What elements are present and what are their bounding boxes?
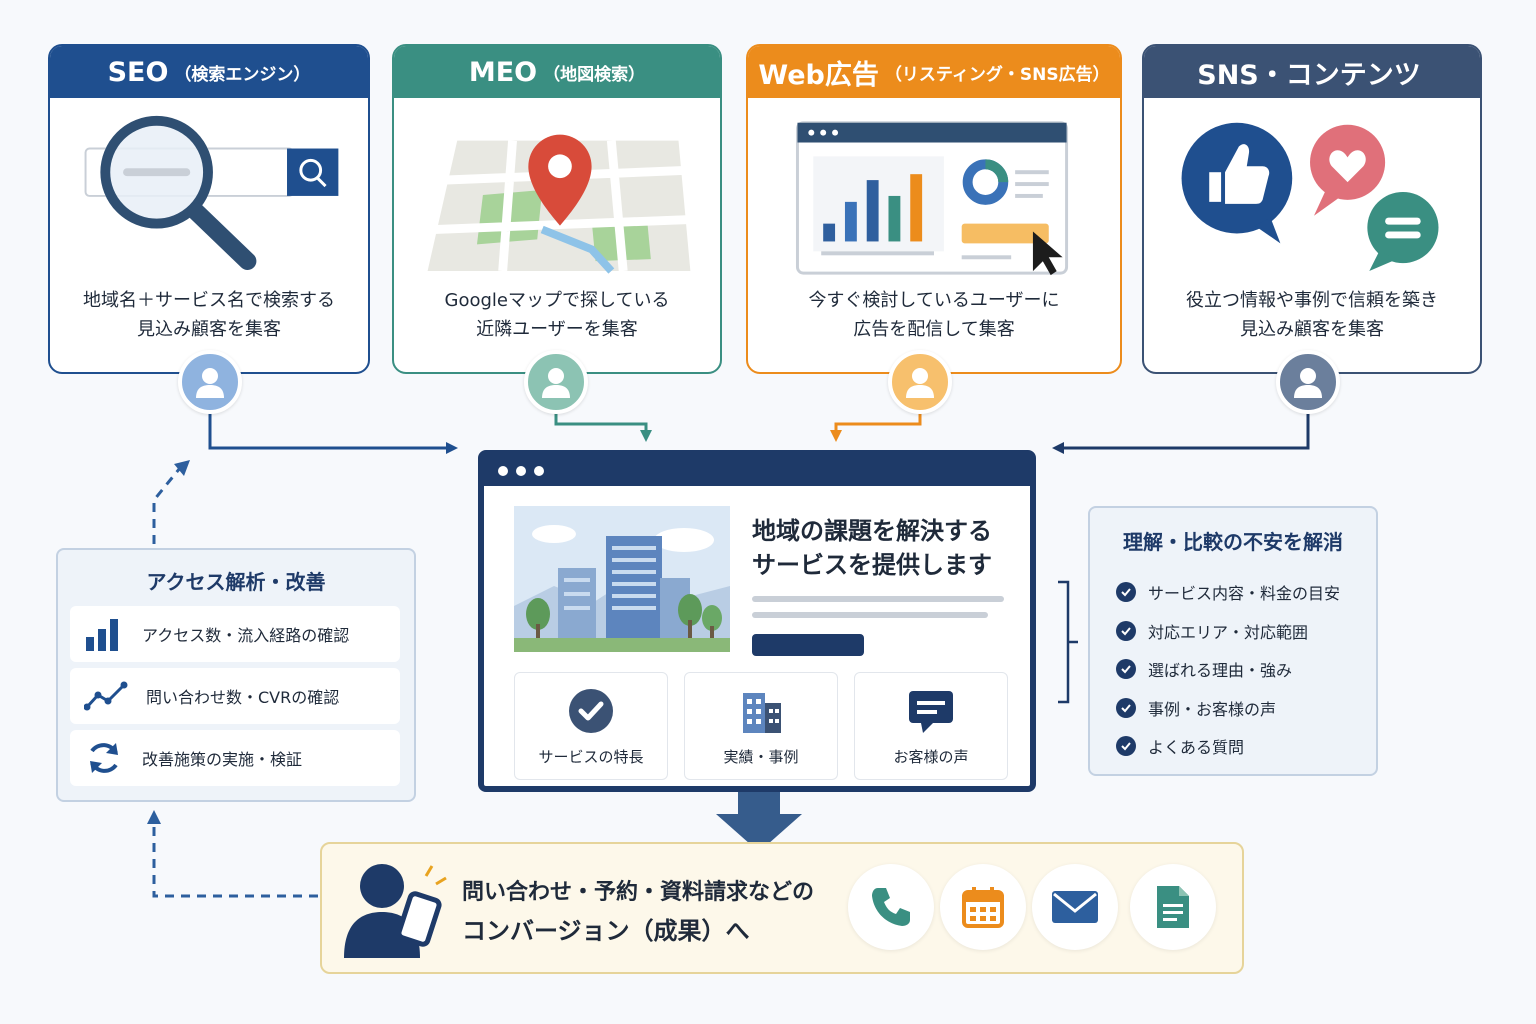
site-headline-line1: 地域の課題を解決する [752,517,992,545]
speech-bubble-icon [909,691,953,733]
list-item: サービス内容・料金の目安 [1090,573,1376,612]
phone-icon[interactable] [848,864,934,950]
tile-label: サービスの特長 [538,748,644,766]
document-icon[interactable] [1130,864,1216,950]
user-icon [1276,350,1340,414]
card-desc-line2: 見込み顧客を集客 [1240,319,1384,340]
analytics-row: 問い合わせ数・CVRの確認 [70,668,400,724]
card-title: MEO [468,56,538,88]
trend-line-icon [84,681,128,711]
map-pin-icon [427,134,691,274]
card-header: SEO（検索エンジン） [50,46,368,98]
card-header: Web広告（リスティング・SNS広告） [748,46,1120,98]
analytics-panel: アクセス解析・改善 アクセス数・流入経路の確認 問い合わせ数・CVRの確認 改善… [56,548,416,802]
card-title: SEO [107,56,169,88]
text-placeholder [752,612,988,618]
trust-panel: 理解・比較の不安を解消 サービス内容・料金の目安 対応エリア・対応範囲 選ばれる… [1088,506,1378,776]
card-subtitle: （検索エンジン） [174,64,311,85]
tile-label: お客様の声 [893,748,969,766]
list-item-label: 事例・お客様の声 [1148,699,1277,719]
channel-card-web-ads: Web広告（リスティング・SNS広告） 今すぐ検討しているユーザーに 広告を配信… [746,44,1122,374]
list-item-label: 対応エリア・対応範囲 [1148,622,1309,642]
tile-features[interactable]: サービスの特長 [514,672,668,780]
check-icon [569,689,613,733]
check-icon [1116,582,1136,603]
list-item-label: よくある質問 [1148,738,1245,758]
tile-cases[interactable]: 実績・事例 [684,672,838,780]
list-item: よくある質問 [1090,727,1376,766]
card-subtitle: （リスティング・SNS広告） [884,64,1110,85]
cta-button[interactable] [752,634,864,656]
mail-icon[interactable] [1032,864,1118,950]
analytics-row: 改善施策の実施・検証 [70,730,400,786]
website-mockup: 地域の課題を解決する サービスを提供します サービスの特長 実績・事例 お客様の… [478,450,1036,792]
user-icon [524,350,588,414]
card-header: MEO（地図検索） [394,46,720,98]
list-item-label: サービス内容・料金の目安 [1148,584,1341,604]
user-icon [888,350,952,414]
analytics-row-label: 問い合わせ数・CVRの確認 [146,688,340,707]
card-desc-line2: 見込み顧客を集客 [137,319,281,340]
card-title: SNS・コンテンツ [1197,59,1421,91]
card-header: SNS・コンテンツ [1144,46,1480,98]
site-headline-line2: サービスを提供します [752,551,992,579]
card-desc-line1: 今すぐ検討しているユーザーに [808,290,1060,311]
conversion-line2: コンバージョン（成果）へ [462,917,750,945]
list-item: 事例・お客様の声 [1090,689,1376,728]
user-phone-icon [344,864,447,958]
trust-title: 理解・比較の不安を解消 [1123,530,1343,554]
analytics-row: アクセス数・流入経路の確認 [70,606,400,662]
card-desc-line1: 地域名＋サービス名で検索する [83,290,335,311]
conversion-banner: 問い合わせ・予約・資料請求などの コンバージョン（成果）へ [320,842,1244,974]
check-icon [1116,736,1136,757]
chat-bubble-icon [1367,191,1439,272]
card-desc-line1: Googleマップで探している [444,290,670,311]
sns-icons [1181,122,1439,272]
list-item: 対応エリア・対応範囲 [1090,612,1376,651]
list-item-label: 選ばれる理由・強み [1148,661,1293,681]
card-desc-line2: 広告を配信して集客 [853,319,1015,340]
ad-dashboard-icon [795,121,1069,276]
search-icon [84,115,339,270]
check-icon [1116,659,1136,680]
list-item: 選ばれる理由・強み [1090,650,1376,689]
bar-chart-icon [86,619,118,651]
conversion-text: 問い合わせ・予約・資料請求などの コンバージョン（成果）へ [462,874,814,950]
tile-testimonials[interactable]: お客様の声 [854,672,1008,780]
check-icon [1116,697,1136,718]
browser-bar [484,456,1030,486]
refresh-icon [90,743,118,773]
channel-card-seo: SEO（検索エンジン） 地域名＋サービス名で検索する 見込み顧客を集客 [48,44,370,374]
building-icon [743,693,781,733]
tile-label: 実績・事例 [723,748,799,766]
conversion-line1: 問い合わせ・予約・資料請求などの [462,880,815,905]
user-icon [178,350,242,414]
thumbs-up-icon [1181,122,1293,244]
analytics-row-label: 改善施策の実施・検証 [142,750,303,769]
card-desc-line2: 近隣ユーザーを集客 [476,319,638,340]
calendar-icon[interactable] [940,864,1026,950]
card-desc-line1: 役立つ情報や事例で信頼を築き [1186,290,1438,311]
analytics-row-label: アクセス数・流入経路の確認 [142,626,350,645]
channel-card-sns: SNS・コンテンツ 役立つ情報や事例で信頼を築き 見込み顧客を集客 [1142,44,1482,374]
channel-card-meo: MEO（地図検索） Googleマップで探している 近隣ユーザーを集客 [392,44,722,374]
analytics-title: アクセス解析・改善 [146,570,326,594]
card-title: Web広告 [758,59,879,91]
building-hero-image [514,506,730,652]
check-icon [1116,620,1136,641]
card-subtitle: （地図検索） [543,64,646,85]
site-headline: 地域の課題を解決する サービスを提供します [752,514,992,582]
text-placeholder [752,596,1004,602]
heart-bubble-icon [1310,124,1386,216]
trust-list: サービス内容・料金の目安 対応エリア・対応範囲 選ばれる理由・強み 事例・お客様… [1090,573,1376,766]
